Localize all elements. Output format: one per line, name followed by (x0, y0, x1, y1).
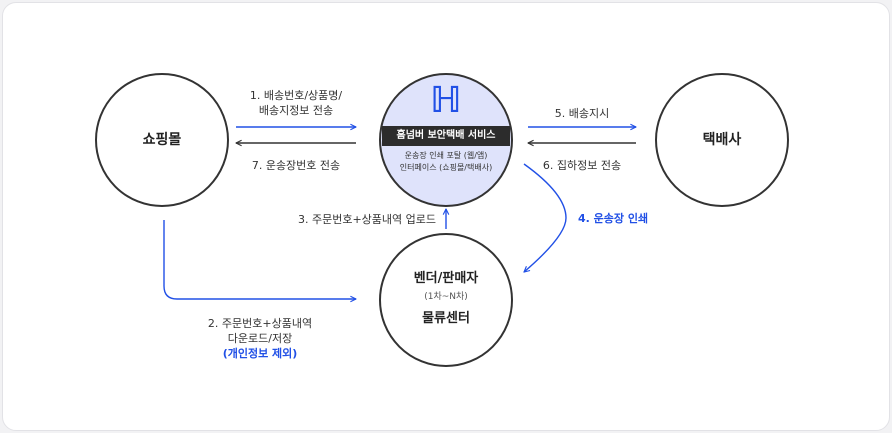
edge-6-label: 6. 집하정보 전송 (542, 159, 622, 172)
service-line-2: 인터페이스 (쇼핑몰/택배사) (399, 163, 493, 172)
courier-node (655, 73, 789, 207)
service-line-1: 운송장 인쇄 포탈 (웹/앱) (404, 151, 488, 160)
hn-logo-icon: ℍ (430, 80, 462, 121)
edge-3-label: 3. 주문번호+상품내역 업로드 (297, 213, 436, 226)
service-banner (382, 126, 510, 146)
edge-2-label-line-1: 2. 주문번호+상품내역 (207, 317, 313, 330)
edge-7-label: 7. 운송장번호 전송 (251, 159, 341, 172)
shopping-mall-node (95, 73, 229, 207)
edge-2-label-line-2: 다운로드/저장 (227, 332, 293, 345)
vendor-title: 벤더/판매자 (413, 271, 479, 286)
edge-4-label: 4. 운송장 인쇄 (578, 212, 649, 225)
edge-1-label-line-1: 1. 배송번호/상품명/ (249, 89, 343, 102)
vendor-node (379, 233, 513, 367)
edge-1-label-line-2: 배송지정보 전송 (258, 104, 334, 117)
courier-label: 택배사 (702, 132, 742, 148)
arrow-4 (524, 163, 567, 272)
service-name: 홈넘버 보안택배 서비스 (396, 130, 496, 141)
arrow-2 (163, 220, 356, 299)
vendor-sub: (1차~N차) (424, 292, 468, 302)
edge-2-note: (개인정보 제외) (222, 347, 298, 360)
vendor-center: 물류센터 (422, 311, 470, 326)
edge-5-label: 5. 배송지시 (554, 107, 610, 120)
shopping-mall-label: 쇼핑몰 (142, 132, 182, 148)
